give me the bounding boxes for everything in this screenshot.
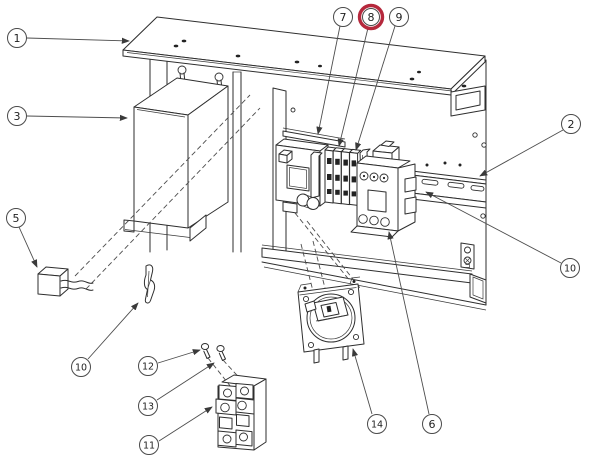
panel-holes (290, 107, 487, 219)
callout-1[interactable]: 1 (7, 28, 27, 48)
callout-3[interactable]: 3 (7, 106, 27, 126)
relay-knob (278, 149, 293, 164)
contactor-window (367, 189, 387, 213)
relay-timer-cylinder (296, 193, 320, 210)
callout-7[interactable]: 7 (333, 7, 353, 27)
leader-11 (158, 406, 213, 442)
callout-14[interactable]: 14 (367, 414, 387, 434)
contactor-terminals-bottom (358, 214, 390, 227)
panel-bottom-edge (261, 261, 487, 306)
callout-2[interactable]: 2 (561, 114, 581, 134)
leader-3 (26, 114, 128, 122)
callout-8-highlighted[interactable]: 8 (357, 3, 385, 31)
callout-13[interactable]: 13 (138, 396, 158, 416)
enclosure-panel (122, 16, 487, 311)
contactor-terminals-top (359, 171, 389, 183)
leader-2 (479, 129, 564, 177)
callout-10-right[interactable]: 10 (560, 258, 580, 278)
leader-13 (156, 362, 215, 401)
callout-9[interactable]: 9 (389, 7, 409, 27)
callout-8-label: 8 (368, 11, 375, 24)
callout-13-label: 13 (142, 402, 154, 413)
callout-3-label: 3 (14, 110, 21, 123)
terminal-block (332, 147, 345, 205)
iec-inlet (304, 296, 349, 322)
projection-lines-power-entry (294, 212, 361, 296)
leader-lines (18, 25, 564, 442)
terminal-block (340, 148, 353, 206)
leader-1 (26, 37, 130, 44)
leader-5 (18, 226, 38, 268)
projection-lines-connector (74, 94, 261, 290)
ground-stud-bracket (460, 242, 475, 270)
leader-12 (157, 349, 201, 364)
transformer (123, 77, 229, 242)
panel-bottom-thickness (263, 266, 487, 311)
fuse-holder (215, 374, 267, 451)
mounting-screws (200, 343, 246, 388)
din-rail-upper-strip (282, 127, 346, 148)
callout-1-label: 1 (14, 32, 21, 45)
top-shelf (122, 16, 486, 96)
power-entry-legs (313, 345, 349, 364)
transformer-feet (123, 214, 207, 242)
callout-14-label: 14 (371, 420, 383, 431)
screw (216, 345, 226, 361)
din-rail-clip (143, 264, 156, 304)
wire-duct-end-section (450, 85, 486, 117)
callout-5-label: 5 (13, 212, 20, 225)
leader-7 (316, 25, 341, 135)
callout-10-label: 10 (75, 363, 87, 374)
callout-7-label: 7 (340, 11, 347, 24)
wire-duct-end-cap (469, 273, 487, 304)
callout-11-label: 11 (143, 441, 155, 452)
callout-2-label: 2 (568, 118, 575, 131)
terminal-blocks (324, 146, 362, 206)
relay (275, 138, 329, 214)
callout-11[interactable]: 11 (139, 435, 159, 455)
callout-9-label: 9 (396, 11, 403, 24)
callout-10-label: 10 (564, 264, 576, 275)
contactor-rail-clips (404, 176, 417, 215)
leader-10-left (87, 302, 139, 360)
leader-9 (355, 25, 396, 151)
callout-6[interactable]: 6 (422, 414, 442, 434)
shelf-rivet-dots (173, 39, 467, 88)
din-rail (411, 170, 487, 209)
leader-6 (387, 231, 430, 415)
callout-6-label: 6 (429, 418, 436, 431)
connector-block (37, 266, 94, 297)
highlight-ring (357, 3, 385, 31)
callout-5[interactable]: 5 (6, 208, 26, 228)
contactor (350, 140, 417, 238)
wires (60, 279, 94, 291)
leader-14 (351, 348, 373, 415)
wire-duct-horizontal (261, 244, 487, 304)
power-entry-module (297, 276, 365, 364)
callout-12[interactable]: 12 (138, 356, 158, 376)
panel-center-stile (232, 71, 242, 253)
screw (200, 343, 211, 359)
leader-8 (337, 27, 369, 147)
callout-10-left[interactable]: 10 (71, 357, 91, 377)
relay-window (286, 164, 310, 192)
callout-12-label: 12 (142, 362, 154, 373)
leader-10-right (425, 191, 562, 264)
